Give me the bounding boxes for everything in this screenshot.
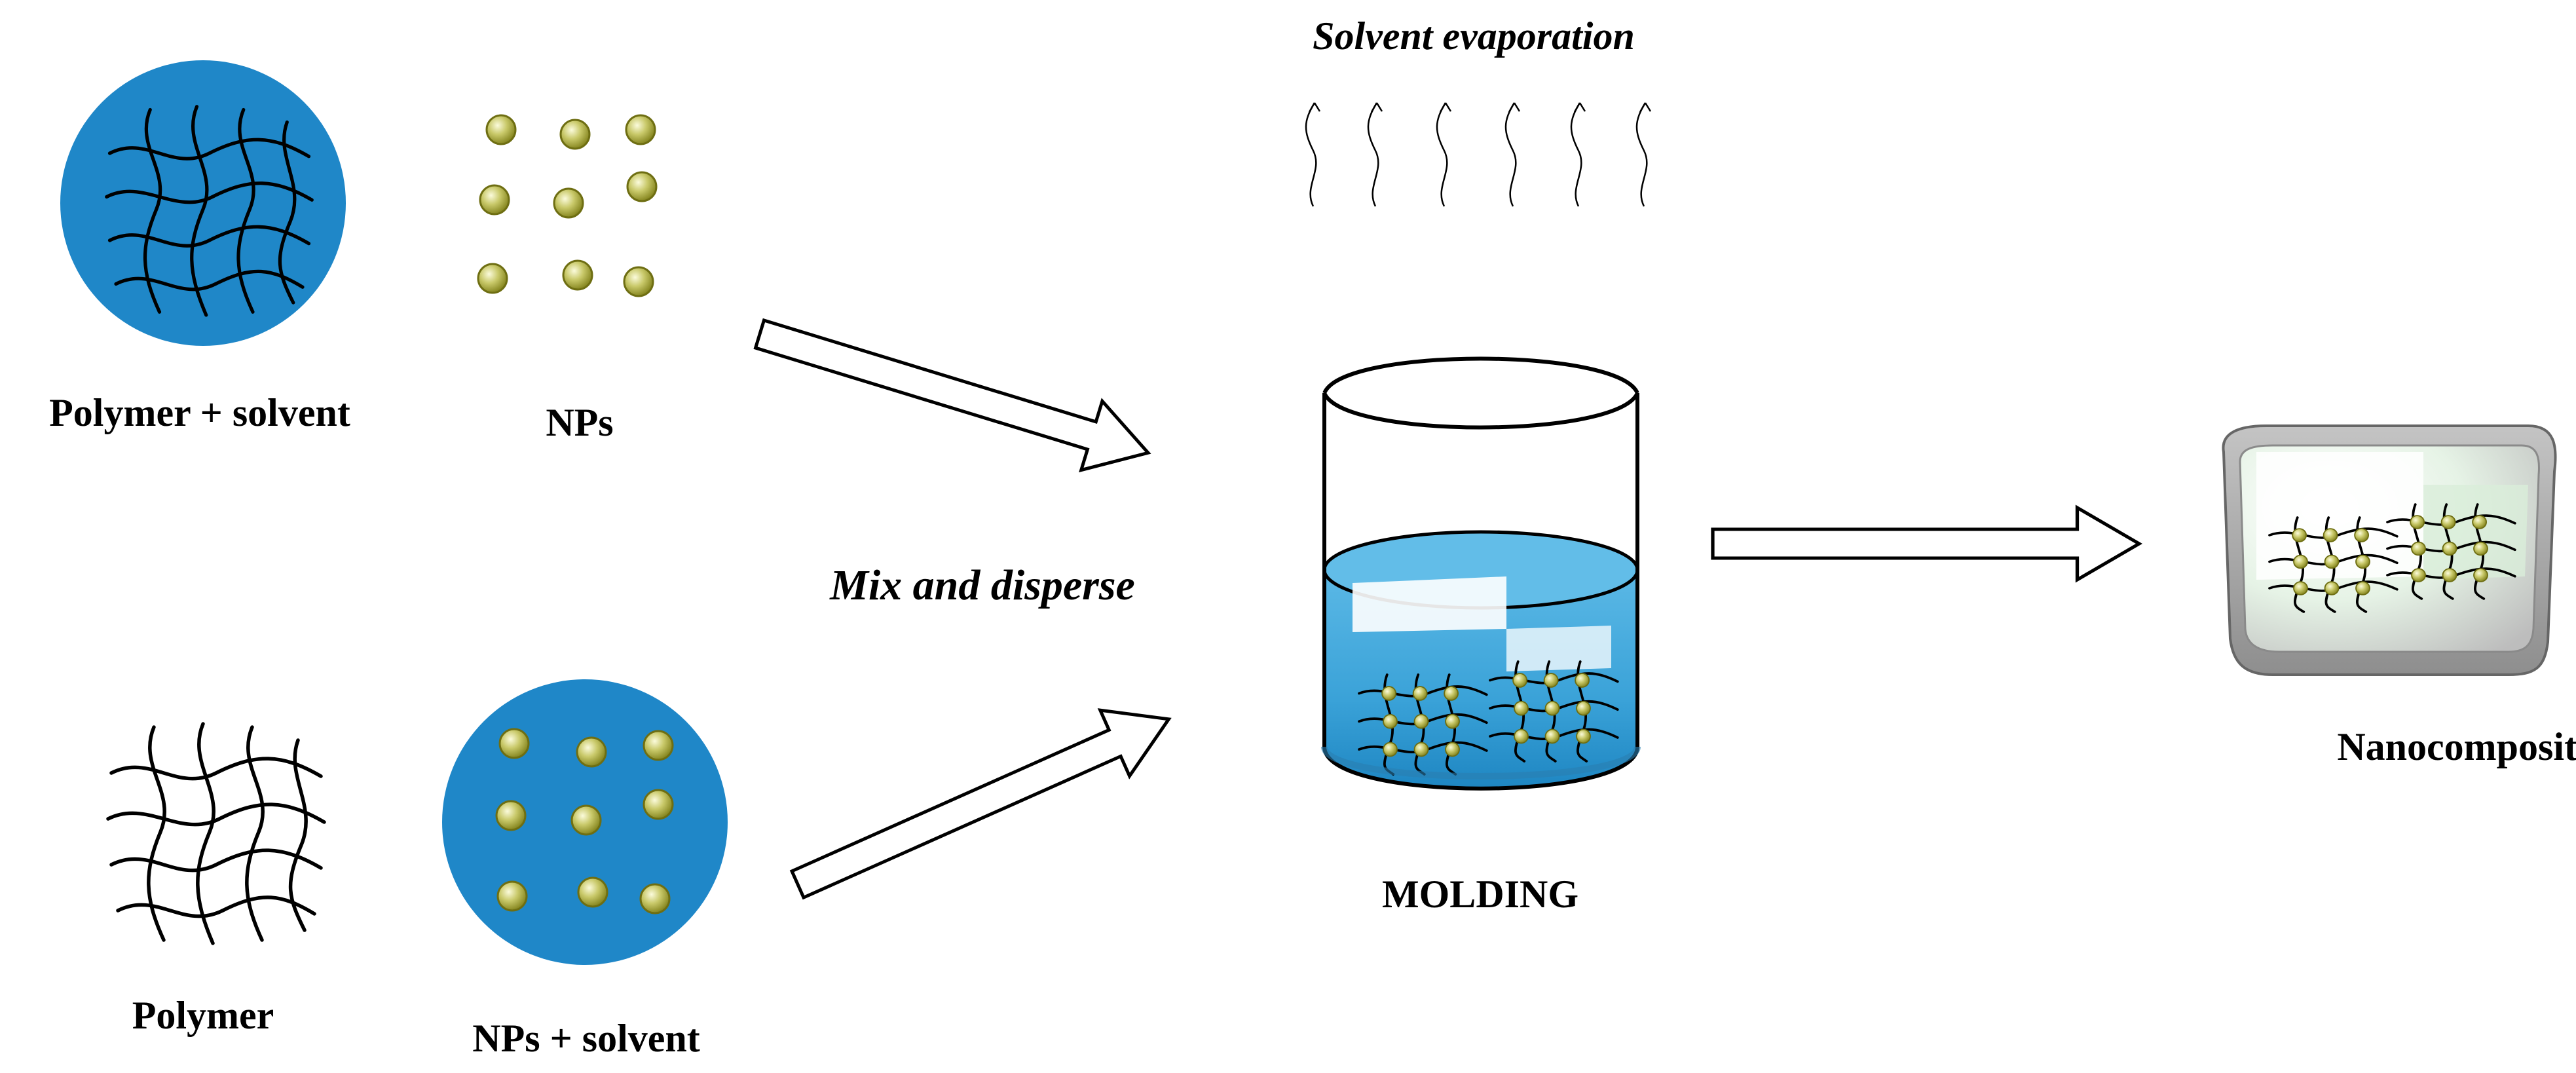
nanoparticle-icon bbox=[562, 259, 593, 291]
vapor-arrows bbox=[1305, 102, 1652, 208]
polymer-network-icon bbox=[108, 724, 324, 943]
vapor-icon bbox=[1504, 102, 1521, 208]
label-solvent-evaporation: Solvent evaporation bbox=[1313, 14, 1635, 58]
nanoparticle-icon bbox=[626, 171, 658, 202]
vapor-icon bbox=[1436, 102, 1452, 208]
nanoparticle-icon bbox=[485, 114, 517, 145]
label-nps-solvent: NPs + solvent bbox=[472, 1017, 700, 1060]
vapor-icon bbox=[1367, 102, 1383, 208]
nanoparticle-icon bbox=[477, 263, 508, 294]
label-nanocomposite: Nanocomposite bbox=[2337, 725, 2576, 768]
label-polymer-solvent: Polymer + solvent bbox=[49, 391, 350, 434]
vapor-icon bbox=[1570, 102, 1586, 208]
label-mix-disperse: Mix and disperse bbox=[829, 561, 1135, 609]
nanoparticle-icon bbox=[623, 266, 654, 297]
vapor-icon bbox=[1635, 102, 1652, 208]
label-nps: NPs bbox=[546, 401, 613, 444]
label-polymer: Polymer bbox=[132, 994, 274, 1037]
nanoparticles-group bbox=[477, 114, 658, 297]
arrow-icon-upper bbox=[749, 299, 1159, 487]
arrow-icon-lower bbox=[783, 687, 1184, 918]
mold-beaker bbox=[1321, 356, 1641, 791]
nanoparticle-icon bbox=[553, 187, 584, 219]
label-molding: MOLDING bbox=[1382, 873, 1578, 916]
vapor-icon bbox=[1305, 102, 1321, 208]
arrow-icon-right bbox=[1713, 508, 2139, 580]
nanoparticle-icon bbox=[479, 184, 510, 216]
nanoparticles-in-solvent bbox=[495, 728, 674, 914]
nanoparticle-icon bbox=[625, 114, 656, 145]
nanocomposite-tray bbox=[2222, 424, 2557, 676]
nanoparticle-icon bbox=[559, 119, 591, 150]
